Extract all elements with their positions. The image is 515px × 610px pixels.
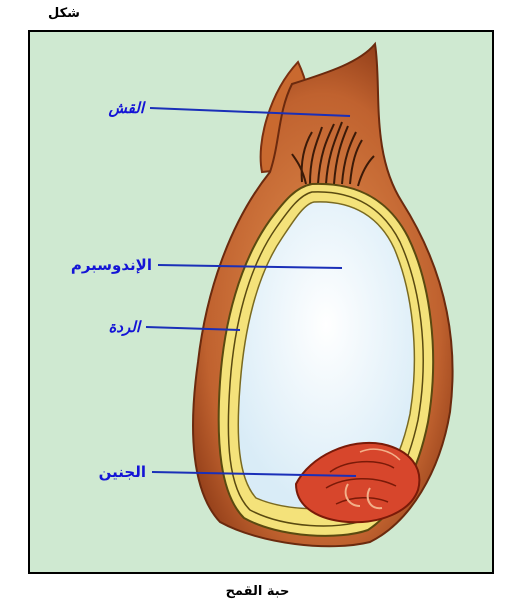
label-embryo: الجنين [99, 463, 146, 481]
label-hairs: القش [108, 99, 146, 117]
diagram-frame: القش الإندوسبرم الردة الجنين [28, 30, 494, 574]
label-aleurone: الردة [108, 318, 141, 336]
figure-caption: حبة القمح [0, 584, 515, 599]
wheat-grain-diagram: القش الإندوسبرم الردة الجنين [30, 32, 492, 572]
label-endosperm: الإندوسبرم [71, 256, 152, 274]
figure-corner-label: شكل [48, 6, 80, 21]
